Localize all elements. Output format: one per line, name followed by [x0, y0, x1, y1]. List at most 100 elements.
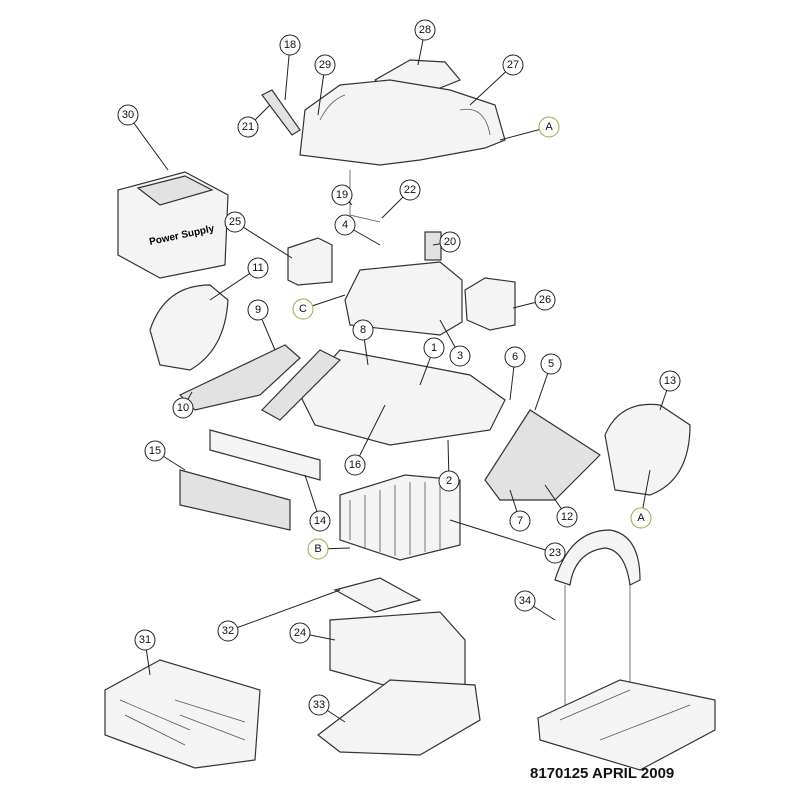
- callout-label: 3: [457, 350, 463, 362]
- callout-circle: [247, 299, 269, 321]
- callout-label: 7: [517, 515, 523, 527]
- callout-label: 6: [512, 351, 518, 363]
- callout-6: 6: [504, 346, 526, 368]
- callout-circle: [538, 116, 560, 138]
- callout-2: 2: [438, 470, 460, 492]
- callout-21: 21: [237, 116, 259, 138]
- leader-line-16: [354, 404, 386, 466]
- callout-circle: [237, 116, 259, 138]
- callout-circle: [344, 454, 366, 476]
- callout-label: 11: [252, 262, 263, 274]
- callout-circle: [307, 538, 329, 560]
- callout-circle: [309, 510, 331, 532]
- callout-8: 8: [352, 319, 374, 341]
- part-caddy: [537, 529, 716, 771]
- callout-30: 30: [117, 104, 139, 126]
- callout-3: 3: [449, 345, 471, 367]
- callout-label: 20: [444, 236, 456, 248]
- callout-label: 19: [336, 189, 348, 201]
- callout-circle: [514, 590, 536, 612]
- part-side-plate-right: [604, 403, 691, 496]
- part-side-plate-left: [149, 284, 229, 371]
- callout-16: 16: [344, 454, 366, 476]
- callout-7: 7: [509, 510, 531, 532]
- callout-circle: [117, 104, 139, 126]
- callout-label: 29: [319, 59, 331, 71]
- part-track-right: [484, 409, 601, 501]
- callout-C: C: [292, 298, 314, 320]
- callout-23: 23: [544, 542, 566, 564]
- callout-circle: [134, 629, 156, 651]
- leader-line-23: [449, 519, 556, 554]
- callout-circle: [502, 54, 524, 76]
- part-filter-panels: [104, 659, 261, 769]
- part-26: [464, 277, 516, 331]
- callout-A: A: [538, 116, 560, 138]
- callout-28: 28: [414, 19, 436, 41]
- callout-24: 24: [289, 622, 311, 644]
- part-swivel: [261, 89, 301, 136]
- callout-circle: [334, 214, 356, 236]
- callout-circle: [352, 319, 374, 341]
- part-track-left: [261, 349, 342, 421]
- callout-circle: [308, 694, 330, 716]
- callout-10: 10: [172, 397, 194, 419]
- callout-circle: [399, 179, 421, 201]
- callout-label: 32: [222, 625, 234, 637]
- parts-drawing: Power Supply: [104, 59, 716, 771]
- callout-label: 18: [284, 39, 296, 51]
- callout-circle: [540, 353, 562, 375]
- callout-circle: [292, 298, 314, 320]
- callout-circle: [556, 506, 578, 528]
- callout-label: 28: [419, 24, 431, 36]
- callout-26: 26: [534, 289, 556, 311]
- callout-18: 18: [279, 34, 301, 56]
- callout-circle: [534, 289, 556, 311]
- callout-9: 9: [247, 299, 269, 321]
- callout-label: 16: [349, 459, 361, 471]
- callout-label: 21: [242, 121, 254, 133]
- leader-lines: [127, 29, 671, 723]
- callout-label: 1: [431, 342, 437, 354]
- part-25: [287, 237, 333, 286]
- callout-label: 25: [229, 216, 241, 228]
- callout-label: 2: [446, 475, 452, 487]
- callout-circle: [144, 440, 166, 462]
- callout-1: 1: [423, 337, 445, 359]
- callout-32: 32: [217, 620, 239, 642]
- callout-circle: [423, 337, 445, 359]
- callout-label: B: [314, 543, 321, 555]
- callout-4: 4: [334, 214, 356, 236]
- callout-label: 10: [177, 402, 189, 414]
- callout-label: 34: [519, 595, 531, 607]
- callout-12: 12: [556, 506, 578, 528]
- part-roller: [209, 429, 321, 481]
- leader-line-32: [227, 589, 341, 632]
- callout-34: 34: [514, 590, 536, 612]
- part-hood: [299, 79, 506, 166]
- callout-circle: [314, 54, 336, 76]
- callout-label: 15: [149, 445, 161, 457]
- callout-label: 4: [342, 219, 348, 231]
- part-filter-clip: [333, 577, 422, 613]
- callout-label: 24: [294, 627, 306, 639]
- callout-circle: [247, 257, 269, 279]
- callout-circle: [331, 184, 353, 206]
- part-20: [424, 231, 442, 261]
- callout-label: 31: [139, 634, 151, 646]
- callout-label: 23: [549, 547, 561, 559]
- callout-circle: [224, 211, 246, 233]
- part-filter-basket: [339, 474, 461, 561]
- callout-circle: [172, 397, 194, 419]
- callout-20: 20: [439, 231, 461, 253]
- callout-22: 22: [399, 179, 421, 201]
- callout-19: 19: [331, 184, 353, 206]
- callout-label: A: [637, 512, 645, 524]
- callout-label: 27: [507, 59, 519, 71]
- leader-line-25: [234, 221, 293, 259]
- callout-circle: [279, 34, 301, 56]
- callout-label: C: [299, 303, 307, 315]
- callout-circle: [630, 507, 652, 529]
- callout-25: 25: [224, 211, 246, 233]
